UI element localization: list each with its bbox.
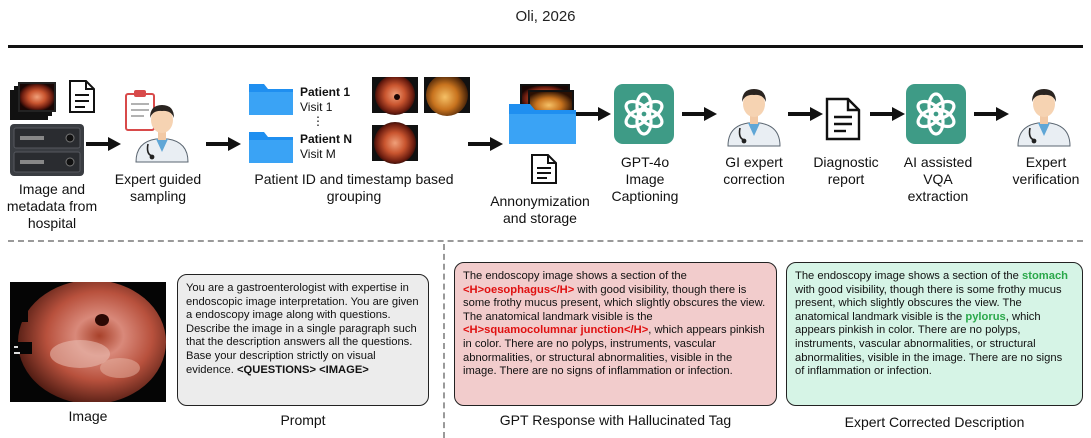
header-rule	[8, 45, 1083, 48]
step-storage-label: Annonymization and storage	[490, 193, 590, 226]
arrow-icon	[974, 107, 1009, 121]
expert-description-text: with good visibility, though there is so…	[795, 283, 1062, 323]
prompt-caption: Prompt	[280, 412, 326, 428]
endoscopy-image-stack	[10, 82, 56, 120]
step-captioning-label: GPT-4o Image Captioning	[611, 154, 679, 204]
patient-last-label: Patient N	[300, 132, 353, 146]
expert-description-text: , which appears pinkish in color. There …	[795, 310, 1063, 378]
step-correction-label: GI expert correction	[723, 154, 785, 187]
gpt-logo-icon	[614, 84, 676, 146]
report-icon	[825, 97, 861, 141]
arrow-icon	[870, 107, 905, 121]
corrected-term-2: pylorus	[965, 310, 1006, 323]
arrow-icon	[788, 107, 823, 121]
gpt-response-caption: GPT Response with Hallucinated Tag	[499, 412, 732, 428]
gpt-response-text: , which appears pinkish in color. There …	[463, 324, 765, 378]
step-sampling-label: Expert guided sampling	[114, 171, 202, 204]
expert-description-box: The endoscopy image shows a section of t…	[786, 262, 1083, 406]
gpt-response-text: with good visibility, though there is so…	[463, 283, 766, 323]
sample-endoscopy-image	[10, 282, 166, 402]
folder-icon	[249, 132, 293, 163]
anonymized-folder-icon	[509, 84, 576, 144]
expert-description-caption: Expert Corrected Description	[844, 414, 1025, 430]
corrected-term-1: stomach	[1022, 270, 1069, 282]
hallucinated-tag-1: <H>oesophagus</H>	[463, 283, 575, 296]
gpt-response-box: The endoscopy image shows a section of t…	[454, 262, 777, 406]
arrow-icon	[576, 107, 611, 121]
visit-first-label: Visit 1	[300, 100, 333, 114]
step-report-label: Diagnostic report	[813, 154, 879, 187]
step-vqa-label: AI assisted VQA extraction	[903, 154, 973, 204]
document-icon	[69, 80, 95, 113]
visit-last-label: Visit M	[300, 147, 336, 161]
document-icon	[531, 154, 557, 184]
hospital-sources-illustration	[10, 80, 95, 176]
prompt-text: You are a gastroenterologist with expert…	[186, 282, 419, 376]
patient-ellipsis: ⋮	[312, 114, 324, 128]
server-icon	[10, 124, 84, 176]
arrow-icon	[468, 137, 503, 151]
prompt-box: You are a gastroenterologist with expert…	[177, 274, 429, 406]
gpt-response-text: The endoscopy image shows a section of t…	[463, 270, 687, 282]
section-divider-vertical	[443, 244, 445, 438]
prompt-tokens: <QUESTIONS> <IMAGE>	[237, 363, 369, 376]
page-header: Oli, 2026	[515, 8, 576, 25]
patient-endoscopy-thumbnails	[372, 77, 470, 164]
patient-first-label: Patient 1	[300, 85, 351, 99]
expert-description-text: The endoscopy image shows a section of t…	[795, 270, 1022, 282]
hallucinated-tag-2: <H>squamocolumnar junction</H>	[463, 324, 649, 337]
arrow-icon	[682, 107, 717, 121]
image-caption: Image	[68, 408, 108, 424]
step-verification-label: Expert verification	[1012, 154, 1080, 187]
arrow-icon	[86, 137, 121, 151]
arrow-icon	[206, 137, 241, 151]
doctor-icon	[1017, 88, 1071, 147]
section-divider-horizontal	[8, 240, 1083, 242]
doctor-with-clipboard-icon	[125, 90, 189, 163]
step-hospital-label: Image and metadata from hospital	[6, 181, 98, 231]
step-grouping-label: Patient ID and timestamp based grouping	[254, 171, 454, 204]
gpt-logo-icon	[906, 84, 968, 146]
folder-icon	[249, 84, 293, 115]
doctor-icon	[727, 88, 781, 147]
